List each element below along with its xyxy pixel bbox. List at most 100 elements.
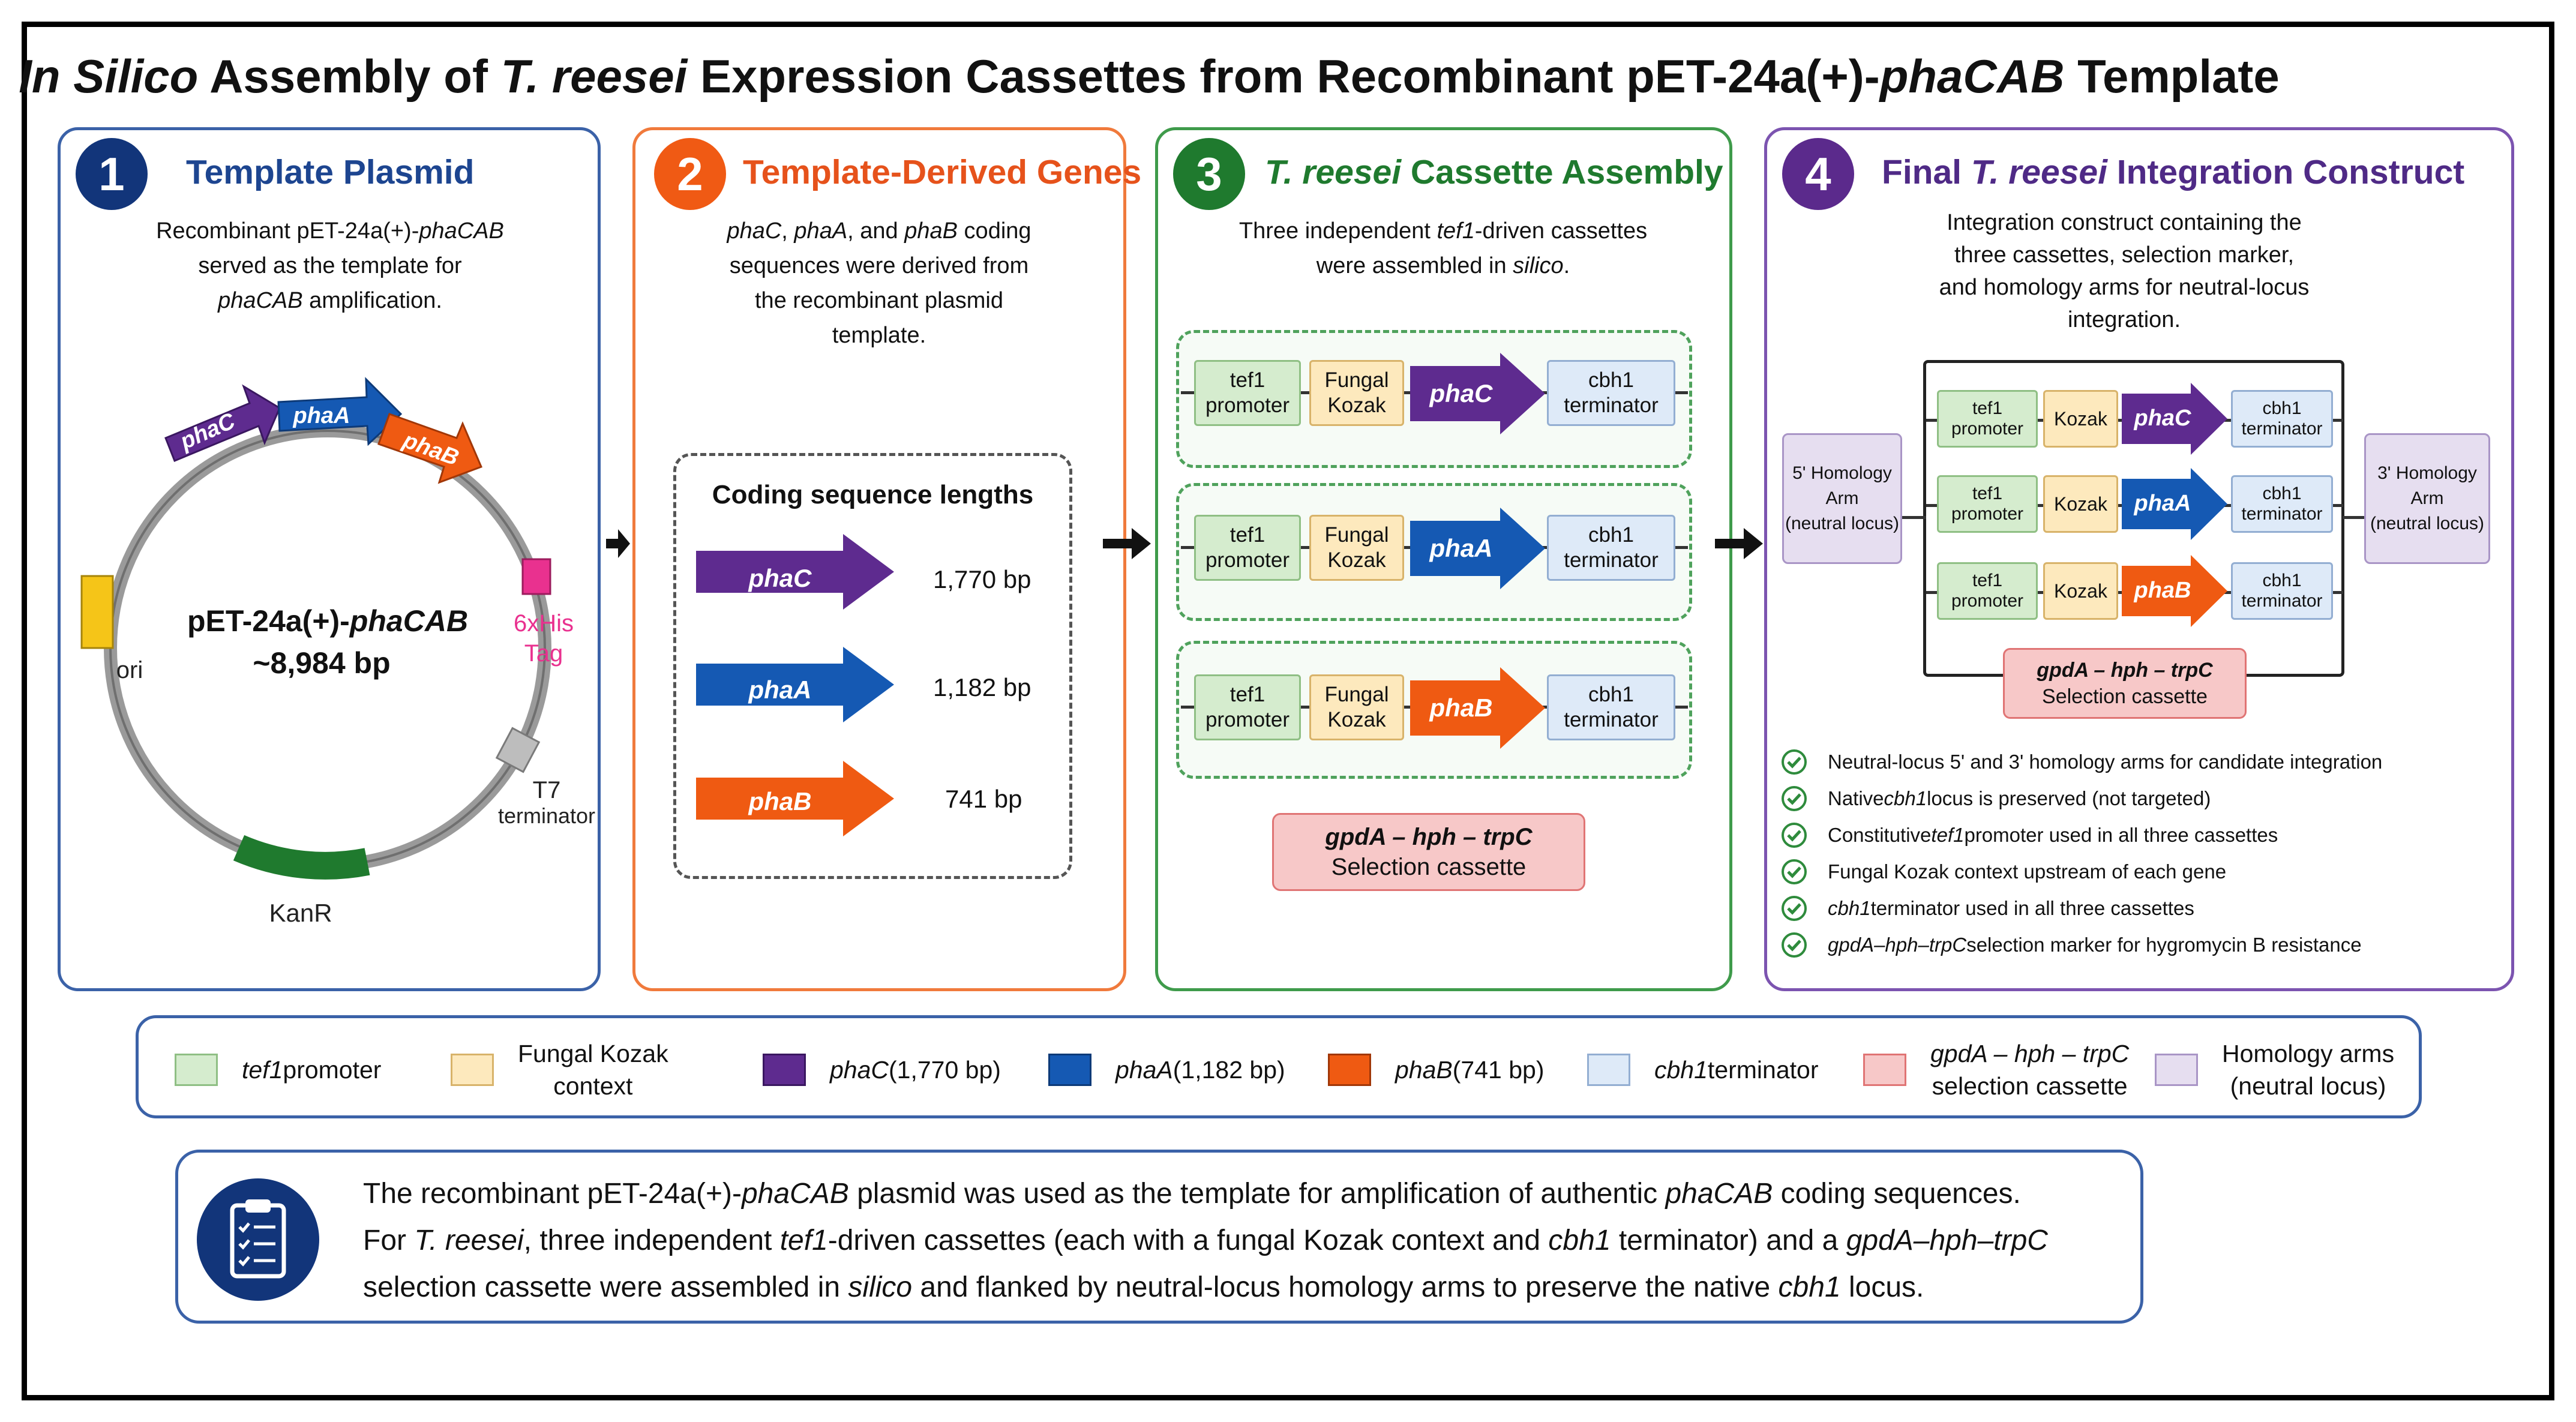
kanr-label: KanR xyxy=(269,899,332,927)
phaC-length: 1,770 bp xyxy=(933,565,1031,593)
checklist-item: cbh1 terminator used in all three casset… xyxy=(1781,895,2194,922)
checklist-item: Fungal Kozak context upstream of each ge… xyxy=(1781,859,2226,885)
phaB-feature-arrow xyxy=(377,413,483,484)
flow-arrow-2 xyxy=(1103,528,1151,559)
legend-swatch xyxy=(1048,1054,1091,1086)
t7-label-1: T7 xyxy=(533,777,561,803)
step-badge-1: 1 xyxy=(76,138,148,210)
flow-arrow-1 xyxy=(606,529,630,558)
check-circle-icon xyxy=(1782,896,1807,921)
phaA-length: 1,182 bp xyxy=(933,673,1031,701)
coding-lengths-title: Coding sequence lengths xyxy=(712,480,1034,509)
cassette-2-gene-label: phaA xyxy=(1429,534,1493,562)
panel4-description: Integration construct containing the thr… xyxy=(1939,210,2310,332)
summary-box: The recombinant pET-24a(+)-phaCAB plasmi… xyxy=(175,1150,2143,1324)
t7-label-2: terminator xyxy=(498,803,595,828)
ori-label: ori xyxy=(116,657,143,683)
construct-row-3-gene-arrow xyxy=(2122,555,2227,627)
step-badge-2: 2 xyxy=(654,138,726,210)
legend-swatch xyxy=(451,1054,494,1086)
legend-item-phaA: phaA (1,182 bp) xyxy=(1048,1018,1285,1121)
legend-item-homology: Homology arms(neutral locus) xyxy=(2155,1018,2394,1121)
legend-item-cbh1: cbh1 terminator xyxy=(1587,1018,1818,1121)
phaB-length: 741 bp xyxy=(945,785,1022,813)
panel-template-plasmid xyxy=(58,127,601,991)
phaB-cds-arrow xyxy=(696,761,894,836)
clipboard-icon xyxy=(197,1178,319,1301)
panel1-description: Recombinant pET-24a(+)-phaCAB served as … xyxy=(156,218,504,313)
legend-swatch xyxy=(1328,1054,1371,1086)
ori-feature xyxy=(80,575,114,649)
cassette-1-gene-label: phaC xyxy=(1429,379,1493,407)
phaB-cds-label: phaB xyxy=(748,787,812,815)
construct-row-2-kozak: Kozak xyxy=(2043,475,2118,533)
construct-row-2-gene-arrow xyxy=(2122,468,2227,540)
construct-row-2-gene-label: phaA xyxy=(2134,491,2191,516)
step-badge-3: 3 xyxy=(1173,138,1245,210)
checklist-item: Constitutive tef1 promoter used in all t… xyxy=(1781,822,2278,848)
legend-swatch xyxy=(1587,1054,1630,1086)
phaC-feature-arrow xyxy=(164,384,281,462)
coding-lengths-box xyxy=(673,453,1072,879)
panel1-title: Template Plasmid xyxy=(186,153,475,191)
legend-item-tef1: tef1 promoter xyxy=(175,1018,381,1121)
cassette-2-gene-arrow xyxy=(1410,508,1545,589)
check-circle-icon xyxy=(1782,859,1807,884)
checklist-item: gpdA–hph–trpC selection marker for hygro… xyxy=(1781,932,2362,958)
phaA-cds-arrow xyxy=(696,647,894,722)
kanr-feature xyxy=(233,835,370,880)
right-arm-connector xyxy=(2343,516,2367,519)
construct-row-1-gene-arrow xyxy=(2122,383,2227,455)
plasmid-name: pET-24a(+)-phaCAB xyxy=(187,604,468,638)
check-circle-icon xyxy=(1782,786,1807,811)
legend-item-phaC: phaC (1,770 bp) xyxy=(763,1018,1001,1121)
construct-row-1-kozak: Kozak xyxy=(2043,390,2118,448)
construct-row-3-kozak: Kozak xyxy=(2043,562,2118,620)
legend-item-phaB: phaB (741 bp) xyxy=(1328,1018,1544,1121)
panel4-title: Final T. reesei Integration Construct xyxy=(1882,153,2465,191)
legend-swatch xyxy=(2155,1054,2198,1086)
check-circle-icon xyxy=(1782,932,1807,958)
phaC-cds-arrow xyxy=(696,534,894,610)
plasmid-size: ~8,984 bp xyxy=(253,646,390,680)
construct-row-1-gene-label: phaC xyxy=(2134,406,2191,431)
step-badge-4: 4 xyxy=(1782,138,1854,210)
check-circle-icon xyxy=(1782,823,1807,848)
panel3-title: T. reesei Cassette Assembly xyxy=(1265,153,1723,191)
left-arm-connector xyxy=(1902,516,1926,519)
summary-text: The recombinant pET-24a(+)-phaCAB plasmi… xyxy=(363,1178,2048,1303)
checklist-item: Neutral-locus 5' and 3' homology arms fo… xyxy=(1781,749,2382,775)
panel3-description: Three independent tef1-driven cassettes … xyxy=(1238,218,1648,278)
plasmid-gene-phaA: phaA xyxy=(293,403,350,428)
cassette-3-gene-arrow xyxy=(1410,667,1545,749)
cassette-1-gene-arrow xyxy=(1410,353,1545,434)
cassette-3-gene-label: phaB xyxy=(1429,694,1493,722)
legend-swatch xyxy=(763,1054,806,1086)
his-tag-label-2: Tag xyxy=(524,640,563,667)
panel2-description: phaC, phaA, and phaB coding sequences we… xyxy=(727,218,1031,348)
his-tag-feature xyxy=(521,558,551,595)
legend-swatch xyxy=(1863,1054,1906,1086)
phaA-cds-label: phaA xyxy=(748,676,812,704)
